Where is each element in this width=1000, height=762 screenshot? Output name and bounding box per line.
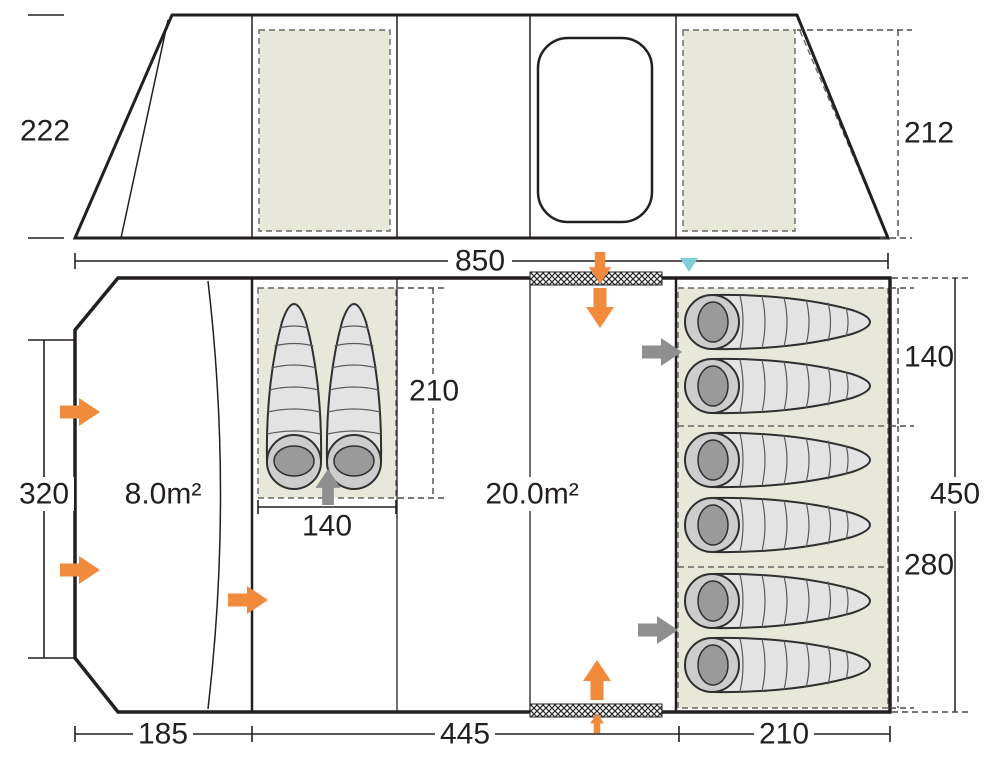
airflow-arrow-icon <box>586 288 614 328</box>
window-outline <box>536 36 654 224</box>
dim-140-bedroom-label: 140 <box>302 510 352 543</box>
elevation-view: 222 212 850 <box>20 13 954 278</box>
dim-210-bottom-label: 210 <box>759 718 809 751</box>
dim-small-bedroom-depth: 210 <box>398 287 464 499</box>
elevation-panel-left <box>258 29 391 232</box>
airflow-arrow-icon <box>583 660 611 700</box>
floorplan-outline <box>73 276 892 714</box>
living-area-label-bg <box>477 477 587 511</box>
dim-floorplan-left-depth: 320 <box>14 339 75 659</box>
dim-elevation-left-height: 222 <box>20 14 70 239</box>
living-area-label: 20.0m² <box>485 478 578 511</box>
porch-curve <box>207 280 222 710</box>
elevation-outline <box>72 13 891 240</box>
elevation-pole-line <box>120 19 169 239</box>
dim-elevation-width: 850 <box>74 245 889 278</box>
dim-222-label: 222 <box>20 115 70 148</box>
dim-210-bedroom-label: 210 <box>409 375 459 408</box>
airflow-arrow-icon <box>60 556 100 584</box>
dim-445-label: 445 <box>440 718 490 751</box>
dim-right-bedroom-bottom: 280 <box>890 426 954 709</box>
elevation-panel-right <box>682 29 796 232</box>
floorplan-view: 8.0m² 20.0m² 210 140 320 <box>14 252 984 751</box>
dim-212-label: 212 <box>904 117 954 150</box>
dim-right-bedroom-total: 450 <box>892 277 984 713</box>
dim-small-bedroom-width: 140 <box>257 500 397 543</box>
dim-320-label: 320 <box>19 478 69 511</box>
porch-area-label: 8.0m² <box>125 478 202 511</box>
dim-floorplan-bottom: 185 445 210 <box>74 718 891 751</box>
dim-850-label: 850 <box>455 245 505 278</box>
vent-marker-triangle-icon <box>680 258 698 272</box>
dim-185-label: 185 <box>138 718 188 751</box>
entrance-arrow-icon <box>638 616 678 644</box>
dim-right-bedroom-top: 140 <box>890 287 954 427</box>
dim-450-label: 450 <box>930 478 980 511</box>
dim-elevation-right-height: 212 <box>797 29 954 239</box>
airflow-arrow-icon <box>228 586 268 614</box>
dim-140-right-label: 140 <box>904 341 954 374</box>
airflow-arrow-icon <box>60 398 100 426</box>
dim-280-label: 280 <box>904 549 954 582</box>
